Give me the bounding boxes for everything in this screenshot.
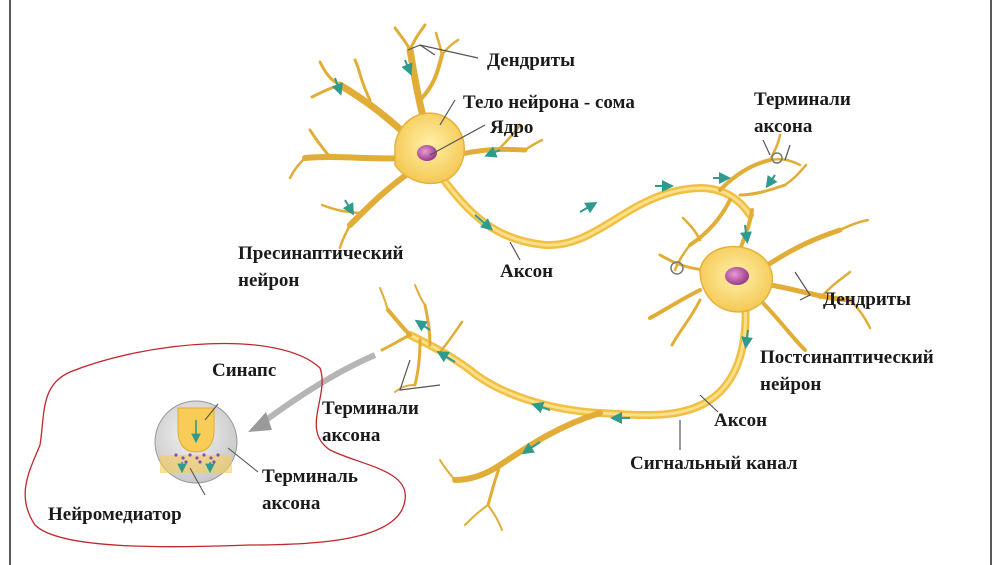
label-terminals-left-2: аксона <box>322 425 380 447</box>
label-synapse: Синапс <box>212 360 276 382</box>
label-terminal-axon-1: Терминаль <box>262 466 358 488</box>
label-presynaptic-2: нейрон <box>238 270 299 292</box>
label-terminal-axon-2: аксона <box>262 493 320 515</box>
label-terminals-right-1: Терминали <box>754 89 851 111</box>
label-dendrites-right: Дендриты <box>823 289 911 311</box>
label-axon-top: Аксон <box>500 261 553 283</box>
label-terminals-left-1: Терминали <box>322 398 419 420</box>
postsynaptic-nucleus <box>725 267 749 285</box>
postsynaptic-neuron <box>380 210 870 530</box>
terminal-marker <box>772 153 782 163</box>
label-terminals-right-2: аксона <box>754 116 812 138</box>
label-signal-channel: Сигнальный канал <box>630 453 798 475</box>
label-postsynaptic-2: нейрон <box>760 374 821 396</box>
label-axon-bottom: Аксон <box>714 410 767 432</box>
label-neurotransmitter: Нейромедиатор <box>48 504 182 526</box>
label-dendrites-top: Дендриты <box>487 50 575 72</box>
label-presynaptic-1: Пресинаптический <box>238 243 403 265</box>
label-postsynaptic-1: Постсинаптический <box>760 347 934 369</box>
label-soma: Тело нейрона - сома <box>463 92 635 114</box>
label-nucleus: Ядро <box>490 117 533 139</box>
